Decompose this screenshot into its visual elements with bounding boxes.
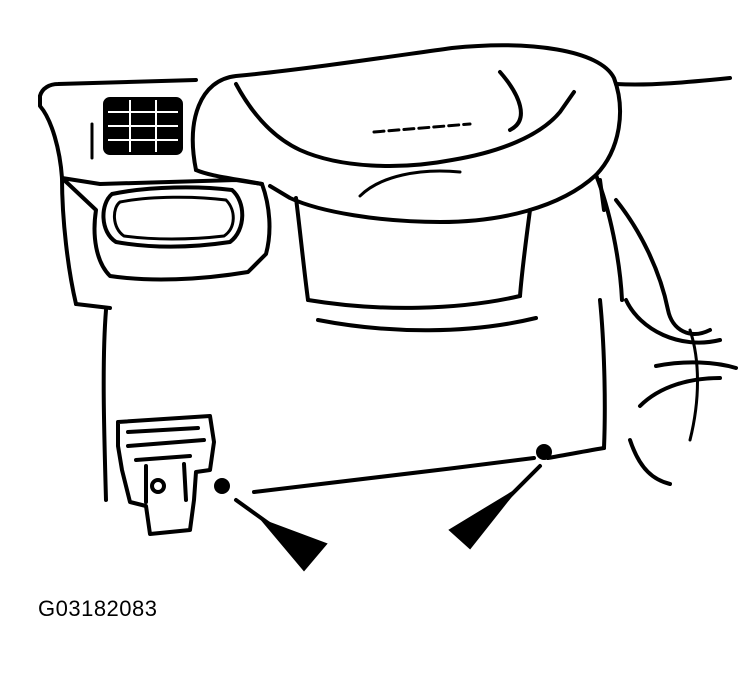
electrical-connector [116, 414, 216, 536]
screw-left [214, 478, 230, 494]
screw-right [536, 444, 552, 460]
lower-panel [74, 302, 606, 502]
steering-column [294, 169, 538, 333]
left-panel [38, 78, 272, 306]
steering-wheel [190, 43, 622, 224]
right-dash [594, 76, 738, 486]
arrow-right [448, 464, 542, 550]
arrow-left [234, 498, 328, 572]
vent-outline [101, 185, 245, 249]
figure-id-label: G03182083 [38, 596, 158, 621]
